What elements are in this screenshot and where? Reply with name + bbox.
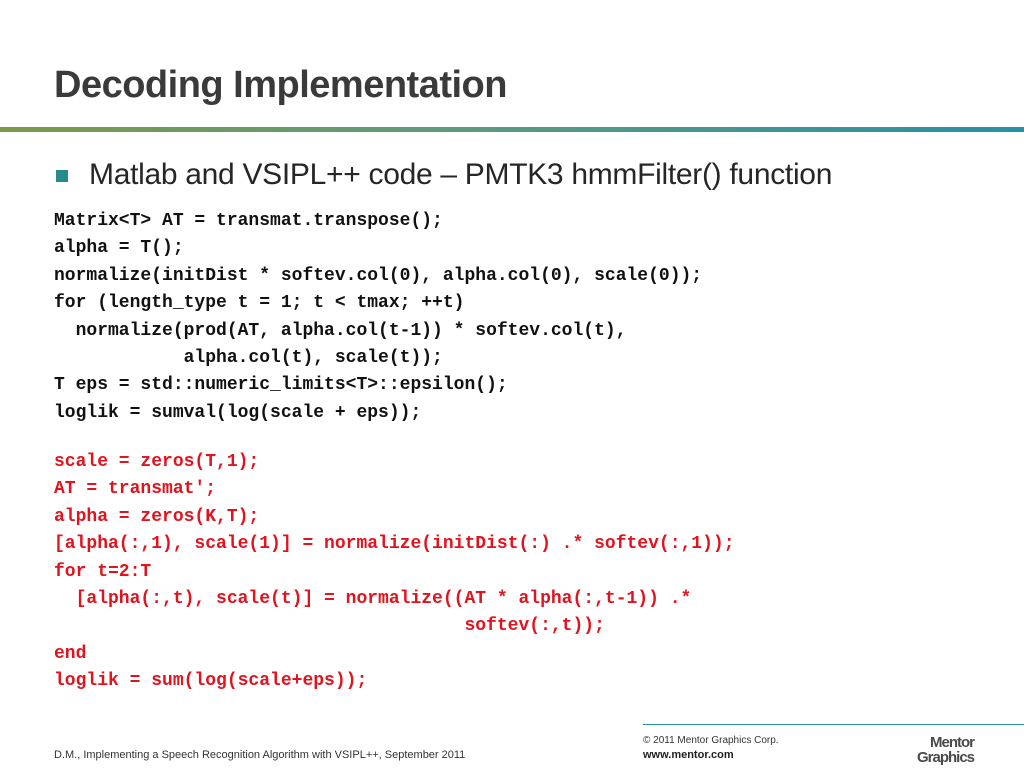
code-line: scale = zeros(T,1); (54, 452, 260, 472)
title-underline (0, 127, 1024, 132)
code-line: alpha = T(); (54, 238, 184, 259)
footer-divider (643, 724, 1024, 725)
square-bullet-icon (56, 170, 68, 182)
code-line: for (length_type t = 1; t < tmax; ++t) (54, 293, 465, 314)
code-line: Matrix<T> AT = transmat.transpose(); (54, 211, 443, 231)
mentor-graphics-logo: Mentor Graphics (917, 734, 976, 765)
code-line: normalize(prod(AT, alpha.col(t-1)) * sof… (54, 320, 627, 341)
code-line: T eps = std::numeric_limits<T>::epsilon(… (54, 375, 508, 396)
slide-title: Decoding Implementation (54, 64, 507, 106)
code-line: for t=2:T (54, 561, 152, 582)
bullet-text: Matlab and VSIPL++ code – PMTK3 hmmFilte… (89, 158, 833, 191)
vsipl-code-block: Matrix<T> AT = transmat.transpose(); alph… (54, 208, 702, 427)
code-line: AT = transmat'; (54, 479, 217, 500)
code-line: normalize(initDist * softev.col(0), alph… (54, 265, 703, 286)
code-line: [alpha(:,t), scale(t)] = normalize((AT *… (54, 588, 692, 609)
footer-citation: D.M., Implementing a Speech Recognition … (54, 749, 466, 761)
code-line: end (54, 643, 87, 664)
logo-wordmark-line1: Mentor (930, 734, 975, 751)
code-line: [alpha(:,1), scale(1)] = normalize(initD… (54, 534, 735, 555)
code-line: alpha.col(t), scale(t)); (54, 347, 443, 368)
logo-wordmark-line2: Graphics (917, 749, 975, 765)
footer-copyright: © 2011 Mentor Graphics Corp. (643, 735, 779, 746)
code-line: loglik = sum(log(scale+eps)); (54, 671, 368, 692)
code-line: softev(:,t)); (54, 616, 605, 637)
matlab-code-block: scale = zeros(T,1); AT = transmat'; alpha … (54, 449, 735, 696)
code-line: loglik = sumval(log(scale + eps)); (54, 402, 422, 423)
code-line: alpha = zeros(K,T); (54, 506, 260, 527)
footer-url: www.mentor.com (643, 749, 734, 761)
bullet-item: Matlab and VSIPL++ code – PMTK3 hmmFilte… (56, 155, 832, 195)
